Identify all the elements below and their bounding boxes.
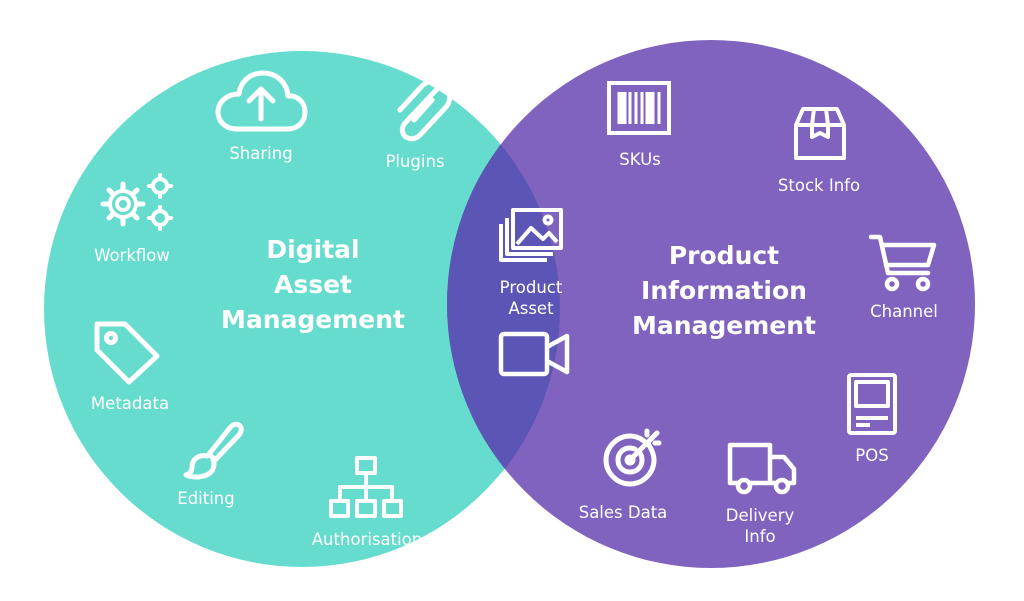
shopping-cart-icon xyxy=(868,233,938,293)
workflow-label: Workflow xyxy=(94,246,170,265)
gears-icon xyxy=(97,172,175,234)
stock-info-label: Stock Info xyxy=(777,176,861,195)
sales-data-label: Sales Data xyxy=(578,503,668,522)
dam-title: Digital Asset Management xyxy=(221,232,405,337)
authorisation-label: Authorisation xyxy=(311,530,423,549)
plugins-label: Plugins xyxy=(385,152,445,171)
channel-label: Channel xyxy=(870,302,938,321)
image-stack-icon xyxy=(497,206,565,262)
tag-icon xyxy=(91,318,161,386)
product-asset-label-line: Product xyxy=(499,278,563,297)
video-camera-icon xyxy=(498,331,570,377)
paperclip-icon xyxy=(392,78,454,142)
pim-title-line: Management xyxy=(631,311,817,340)
box-icon xyxy=(793,105,847,161)
delivery-truck-icon xyxy=(726,441,798,495)
delivery-info-label-line: Delivery xyxy=(725,506,795,525)
metadata-label: Metadata xyxy=(90,394,170,413)
product-asset-label: Product Asset xyxy=(500,277,563,319)
cloud-upload-icon xyxy=(215,67,308,133)
dam-circle xyxy=(44,51,560,567)
pim-circle xyxy=(447,40,975,568)
pim-title: Product Information Management xyxy=(632,238,816,343)
dam-title-line: Asset xyxy=(273,270,352,299)
skus-label: SKUs xyxy=(619,150,661,169)
delivery-info-label-line: Info xyxy=(744,527,776,546)
paintbrush-icon xyxy=(183,420,245,480)
editing-label: Editing xyxy=(177,489,235,508)
barcode-icon xyxy=(606,80,672,136)
hierarchy-icon xyxy=(328,455,404,521)
product-asset-label-line: Asset xyxy=(508,299,554,318)
delivery-info-label: Delivery Info xyxy=(726,505,795,547)
pim-title-line: Information xyxy=(641,276,807,305)
dam-title-line: Management xyxy=(220,305,406,334)
target-icon xyxy=(597,425,663,491)
pim-title-line: Product xyxy=(668,241,780,270)
pos-label: POS xyxy=(855,446,889,465)
dam-title-line: Digital xyxy=(266,235,360,264)
sharing-label: Sharing xyxy=(229,144,293,163)
pos-terminal-icon xyxy=(846,372,898,436)
